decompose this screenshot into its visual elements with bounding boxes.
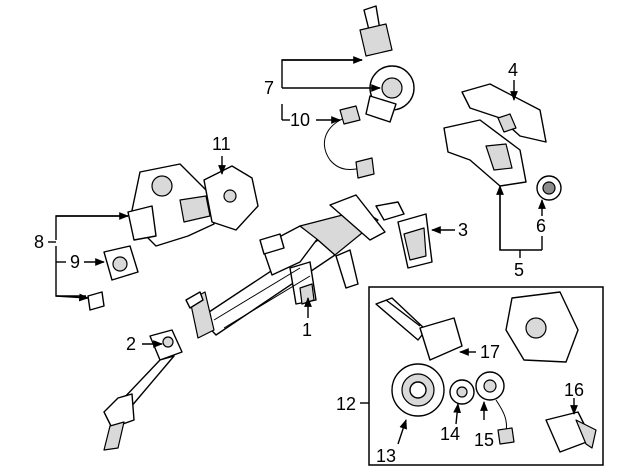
callout-4: 4 (508, 60, 518, 80)
callout-2: 2 (126, 334, 136, 354)
callout-15: 15 (474, 430, 494, 450)
leader-lines (48, 56, 578, 445)
upper-column-cover (461, 83, 547, 143)
callout-17: 17 (480, 342, 500, 362)
lock-actuator (103, 245, 139, 281)
callout-9: 9 (70, 252, 80, 272)
callout-1: 1 (302, 320, 312, 340)
sensor-with-harness (475, 371, 515, 445)
callout-labels: 1 2 3 4 5 6 7 8 9 10 11 12 13 14 15 16 1… (34, 60, 584, 466)
callout-14: 14 (440, 424, 460, 444)
callout-12: 12 (336, 394, 356, 414)
intermediate-shaft (103, 329, 183, 451)
combination-switch (375, 297, 463, 361)
callout-6: 6 (536, 216, 546, 236)
spiral-cable (391, 363, 445, 417)
steering-angle-sensor (449, 379, 475, 405)
switch-body (505, 291, 579, 363)
control-module (545, 411, 597, 453)
lock-bolt (87, 291, 105, 311)
steering-lock-housing (127, 163, 215, 247)
callout-13: 13 (376, 446, 396, 466)
ignition-lock-assembly (324, 5, 415, 179)
switch-bracket (203, 165, 259, 231)
steering-column-assembly (185, 194, 405, 339)
lower-column-cover (443, 119, 527, 187)
callout-3: 3 (458, 220, 468, 240)
callout-5: 5 (514, 260, 524, 280)
grommet (536, 175, 562, 201)
callout-7: 7 (264, 78, 274, 98)
column-bracket (397, 213, 433, 269)
callout-10: 10 (290, 110, 310, 130)
callout-11: 11 (212, 134, 231, 154)
callout-8: 8 (34, 232, 44, 252)
inset-box (368, 286, 604, 466)
callout-16: 16 (564, 380, 584, 400)
